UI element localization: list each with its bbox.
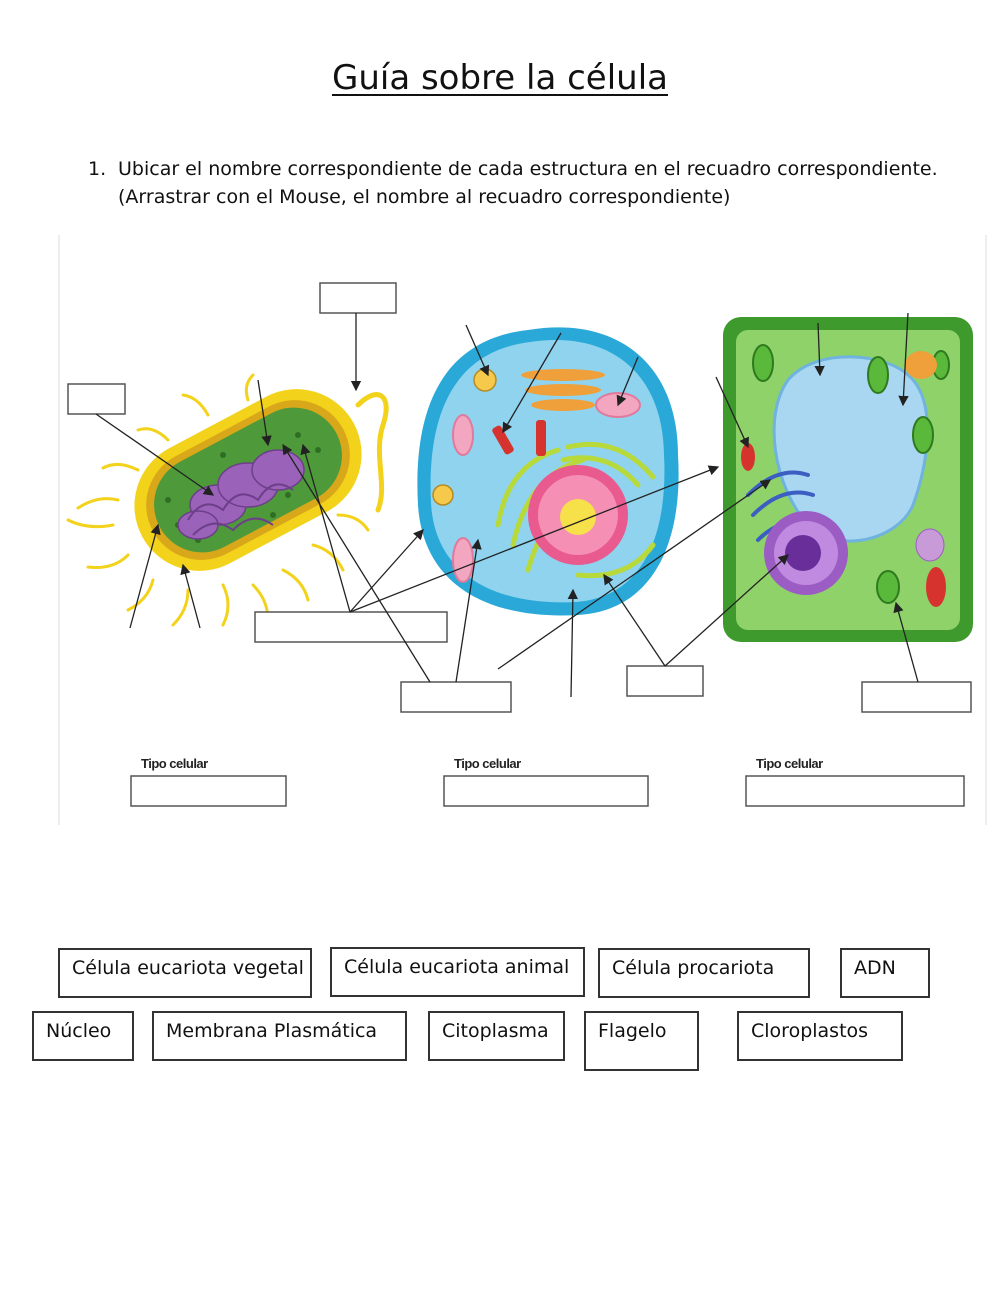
chloroplasts (752, 344, 950, 604)
dropbox-nucleo[interactable] (626, 665, 704, 697)
chip-adn[interactable]: ADN (840, 948, 930, 998)
chip-membrana-plasmatica[interactable]: Membrana Plasmática (152, 1011, 407, 1061)
chip-flagelo[interactable]: Flagelo (584, 1011, 699, 1071)
cell-type-label-2: Tipo celular (454, 756, 521, 771)
instruction-text: Ubicar el nombre correspondiente de cada… (118, 155, 968, 211)
chip-cloroplastos[interactable]: Cloroplastos (737, 1011, 903, 1061)
animal-cell (417, 327, 679, 616)
drop-boxes (67, 282, 972, 807)
chip-nucleo[interactable]: Núcleo (32, 1011, 134, 1061)
chip-celula-eucariota-animal[interactable]: Célula eucariota animal (330, 947, 585, 997)
chip-celula-eucariota-vegetal[interactable]: Célula eucariota vegetal (58, 948, 312, 998)
centrioles (492, 420, 546, 456)
cell-type-label-1: Tipo celular (141, 756, 208, 771)
plant-cell (723, 317, 973, 642)
dropbox-tipo-2[interactable] (443, 775, 649, 807)
dropbox-membrana[interactable] (254, 611, 448, 643)
dropbox-tipo-3[interactable] (745, 775, 965, 807)
dna-nucleoid (177, 449, 305, 540)
prokaryote-cell (66, 373, 389, 627)
pili (66, 373, 370, 627)
dropbox-tipo-1[interactable] (130, 775, 287, 807)
instruction-number: 1. (88, 158, 107, 180)
dropbox-cloroplastos[interactable] (861, 681, 972, 713)
cell-diagram: Tipo celular Tipo celular Tipo celular (58, 235, 988, 825)
golgi-apparatus (521, 369, 605, 381)
flagellum (355, 392, 389, 513)
instruction-line-1: Ubicar el nombre correspondiente de cada… (118, 158, 938, 180)
plant-golgi (905, 351, 937, 379)
pointer-lines (95, 312, 919, 698)
page-title: Guía sobre la célula (331, 58, 668, 98)
vesicles (432, 368, 497, 506)
dropbox-adn[interactable] (67, 383, 126, 415)
cell-type-label-3: Tipo celular (756, 756, 823, 771)
dropbox-citoplasma[interactable] (400, 681, 512, 713)
plant-mitochondrion-2 (741, 443, 755, 471)
chip-celula-procariota[interactable]: Célula procariota (598, 948, 810, 998)
plant-mitochondrion (926, 567, 946, 607)
instruction-line-2: (Arrastrar con el Mouse, el nombre al re… (118, 186, 731, 208)
dropbox-flagelo[interactable] (319, 282, 397, 314)
chip-citoplasma[interactable]: Citoplasma (428, 1011, 565, 1061)
amyloplast (915, 528, 945, 562)
